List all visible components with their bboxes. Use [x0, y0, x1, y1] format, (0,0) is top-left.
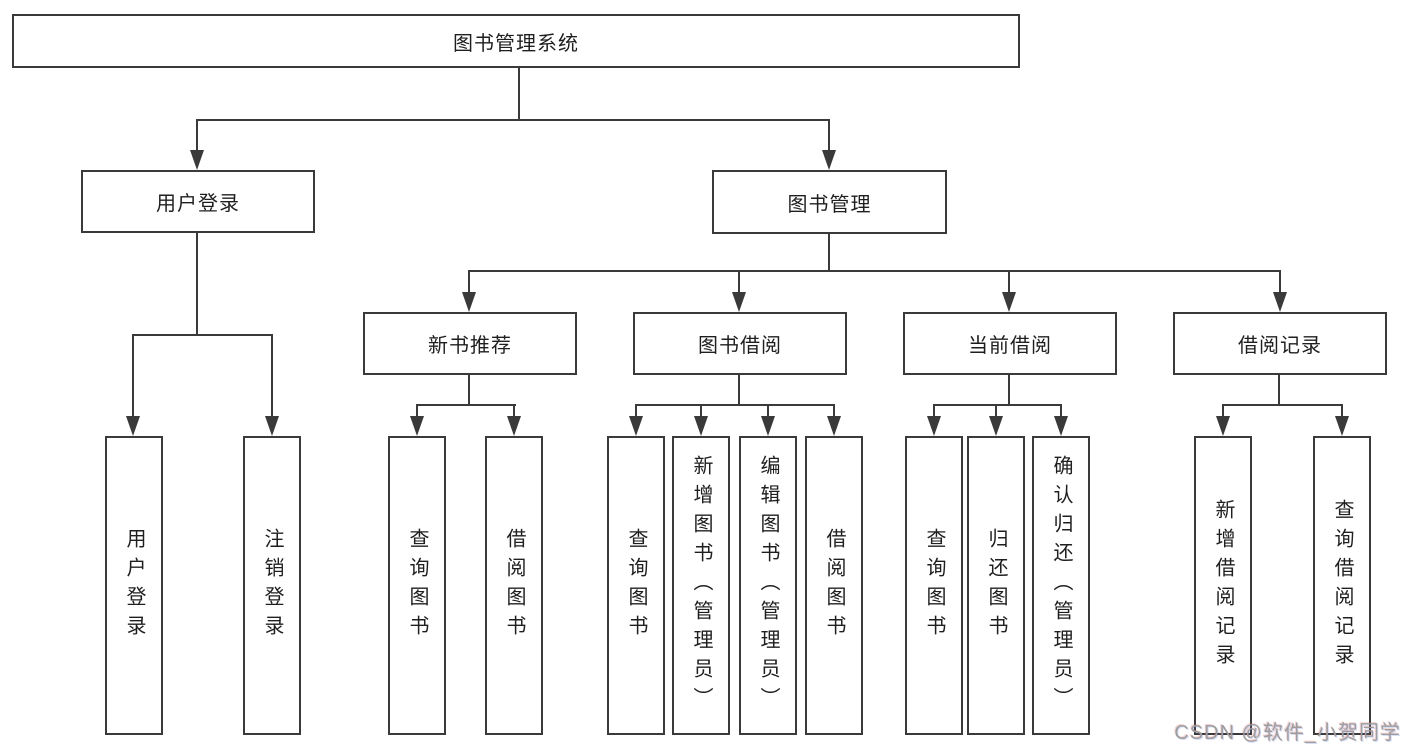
- node-book-borrow: 图书借阅: [633, 312, 847, 375]
- connector-vline: [828, 234, 830, 272]
- node-current-borrow: 当前借阅: [903, 312, 1117, 375]
- connector-vline: [1008, 375, 1010, 406]
- connector-vline: [196, 233, 198, 336]
- connector-hline: [468, 270, 1281, 272]
- connector-vline: [196, 119, 198, 152]
- leaf-bb-borrow-books: 借阅图书: [805, 436, 863, 735]
- leaf-br-add-record-label: 新增借阅记录: [1212, 498, 1234, 673]
- connector-arrowhead: [1054, 416, 1068, 436]
- connector-vline: [1279, 270, 1281, 292]
- leaf-cb-query-books: 查询图书: [905, 436, 963, 735]
- connector-vline: [513, 404, 515, 418]
- connector-arrowhead: [827, 416, 841, 436]
- connector-arrowhead: [190, 150, 204, 170]
- node-user-login: 用户登录: [81, 170, 315, 233]
- node-user-login-label: 用户登录: [156, 193, 240, 215]
- connector-vline: [738, 375, 740, 406]
- leaf-logout: 注销登录: [243, 436, 301, 735]
- connector-arrowhead: [462, 292, 476, 312]
- leaf-bb-query-books-label: 查询图书: [625, 527, 647, 644]
- connector-hline: [196, 119, 830, 121]
- leaf-bb-edit-books: 编辑图书（管理员）: [739, 436, 797, 735]
- connector-vline: [995, 404, 997, 418]
- connector-vline: [1008, 270, 1010, 292]
- connector-hline: [416, 404, 516, 406]
- leaf-cb-query-books-label: 查询图书: [923, 527, 945, 644]
- connector-hline: [933, 404, 1062, 406]
- connector-hline: [1222, 404, 1343, 406]
- node-borrow-records: 借阅记录: [1173, 312, 1387, 375]
- connector-arrowhead: [761, 416, 775, 436]
- connector-vline: [132, 334, 134, 416]
- connector-vline: [738, 270, 740, 292]
- connector-vline: [468, 270, 470, 292]
- connector-arrowhead: [410, 416, 424, 436]
- leaf-rec-query-books: 查询图书: [388, 436, 446, 735]
- connector-arrowhead: [1273, 292, 1287, 312]
- connector-vline: [271, 334, 273, 416]
- node-root-label: 图书管理系统: [453, 32, 579, 55]
- node-book-borrow-label: 图书借阅: [698, 335, 782, 357]
- leaf-rec-query-books-label: 查询图书: [406, 527, 428, 644]
- connector-vline: [416, 404, 418, 418]
- node-root-system: 图书管理系统: [12, 14, 1020, 68]
- connector-arrowhead: [927, 416, 941, 436]
- node-current-borrow-label: 当前借阅: [968, 335, 1052, 357]
- leaf-br-add-record: 新增借阅记录: [1194, 436, 1252, 735]
- connector-vline: [1341, 404, 1343, 418]
- connector-vline: [767, 404, 769, 418]
- connector-vline: [833, 404, 835, 418]
- leaf-cb-return-books-label: 归还图书: [985, 527, 1007, 644]
- connector-arrowhead: [989, 416, 1003, 436]
- connector-arrowhead: [732, 292, 746, 312]
- connector-vline: [635, 404, 637, 418]
- leaf-logout-label: 注销登录: [261, 527, 283, 644]
- leaf-user-login: 用户登录: [105, 436, 163, 735]
- leaf-bb-add-books: 新增图书（管理员）: [672, 436, 730, 735]
- node-book-management-label: 图书管理: [787, 193, 872, 216]
- connector-vline: [933, 404, 935, 418]
- connector-arrowhead: [694, 416, 708, 436]
- connector-vline: [1222, 404, 1224, 418]
- leaf-cb-return-books: 归还图书: [967, 436, 1025, 735]
- connector-vline: [468, 375, 470, 406]
- connector-arrowhead: [1216, 416, 1230, 436]
- leaf-cb-confirm-return: 确认归还（管理员）: [1032, 436, 1090, 735]
- connector-arrowhead: [507, 416, 521, 436]
- connector-arrowhead: [265, 416, 279, 436]
- leaf-bb-query-books: 查询图书: [607, 436, 665, 735]
- connector-arrowhead: [822, 150, 836, 170]
- connector-hline: [132, 334, 273, 336]
- connector-hline: [635, 404, 835, 406]
- connector-vline: [1278, 375, 1280, 406]
- csdn-watermark-text: CSDN @软件_小贺同学: [1174, 722, 1401, 744]
- connector-vline: [828, 119, 830, 152]
- connector-arrowhead: [1335, 416, 1349, 436]
- csdn-watermark: CSDN @软件_小贺同学: [1174, 716, 1401, 745]
- node-new-book-recommend-label: 新书推荐: [428, 335, 512, 357]
- leaf-rec-borrow-books: 借阅图书: [485, 436, 543, 735]
- connector-vline: [1060, 404, 1062, 418]
- connector-arrowhead: [629, 416, 643, 436]
- node-borrow-records-label: 借阅记录: [1238, 335, 1322, 357]
- leaf-br-query-record: 查询借阅记录: [1313, 436, 1371, 735]
- leaf-br-query-record-label: 查询借阅记录: [1331, 498, 1353, 673]
- connector-vline: [518, 68, 520, 121]
- connector-arrowhead: [1002, 292, 1016, 312]
- leaf-rec-borrow-books-label: 借阅图书: [503, 527, 525, 644]
- leaf-bb-add-books-label: 新增图书（管理员）: [690, 455, 712, 716]
- leaf-bb-edit-books-label: 编辑图书（管理员）: [757, 455, 779, 716]
- node-new-book-recommend: 新书推荐: [363, 312, 577, 375]
- connector-vline: [700, 404, 702, 418]
- leaf-cb-confirm-return-label: 确认归还（管理员）: [1050, 455, 1072, 716]
- leaf-user-login-label: 用户登录: [123, 527, 145, 644]
- leaf-bb-borrow-books-label: 借阅图书: [823, 527, 845, 644]
- node-book-management: 图书管理: [712, 170, 947, 234]
- connector-arrowhead: [126, 416, 140, 436]
